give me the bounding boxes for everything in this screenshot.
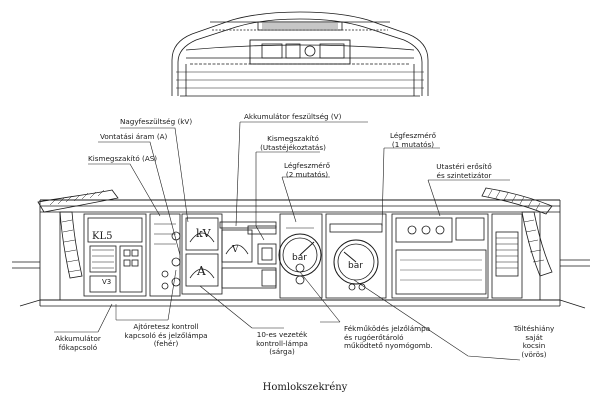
label-fekmukodes: Fékműködés jelzőlámpa és rugóerőtároló m… <box>344 324 433 351</box>
label-tolteshiany: Töltéshiány saját kocsin (vörös) <box>513 324 555 359</box>
label-legfeszmero-2: Légfeszmérő (2 mutatós) <box>283 161 331 179</box>
v3-mark: V3 <box>102 278 112 286</box>
left-panel <box>83 213 181 297</box>
pressure-gauge-right <box>325 213 387 299</box>
a-mark: A <box>197 264 206 278</box>
label-10-es-vezetek: 10-es vezeték kontroll-lámpa (sárga) <box>256 330 308 357</box>
v-mark: V <box>232 245 239 255</box>
bar-right-mark: bar <box>348 261 363 271</box>
kv-mark: kV <box>196 227 211 240</box>
left-duct <box>37 189 119 279</box>
bar-left-mark: bar <box>292 253 307 263</box>
label-legfeszmero-1: Légfeszmérő (1 mutatós) <box>389 131 437 149</box>
label-nagyfeszultseg: Nagyfeszültség (kV) <box>120 117 193 126</box>
label-kismegszakito-as: Kismegszakító (AS) <box>88 154 158 163</box>
label-akkumulator-feszultseg: Akkumulátor feszültség (V) <box>244 112 342 121</box>
label-utasteri-erosito: Utastéri erősítő és szintetizátor <box>436 162 492 180</box>
right-duct <box>481 187 553 277</box>
console-outline <box>12 199 590 309</box>
label-ajtoretesz: Ajtóretesz kontroll kapcsoló és jelzőlám… <box>124 322 208 349</box>
label-kismegszakito-utas: Kismegszakító (Utastéjékoztatás) <box>260 134 326 152</box>
voltmeter-module <box>219 221 277 289</box>
label-vontatasi-aram: Vontatási áram (A) <box>100 132 168 141</box>
kl5-mark: KL5 <box>92 231 113 242</box>
leader-lines <box>54 121 521 361</box>
right-panel <box>391 213 523 299</box>
label-akkumulator-fokapcsolo: Akkumulátor főkapcsoló <box>55 334 101 352</box>
drawing-caption: Homlokszekrény <box>262 382 348 393</box>
cab-outline <box>171 11 429 97</box>
